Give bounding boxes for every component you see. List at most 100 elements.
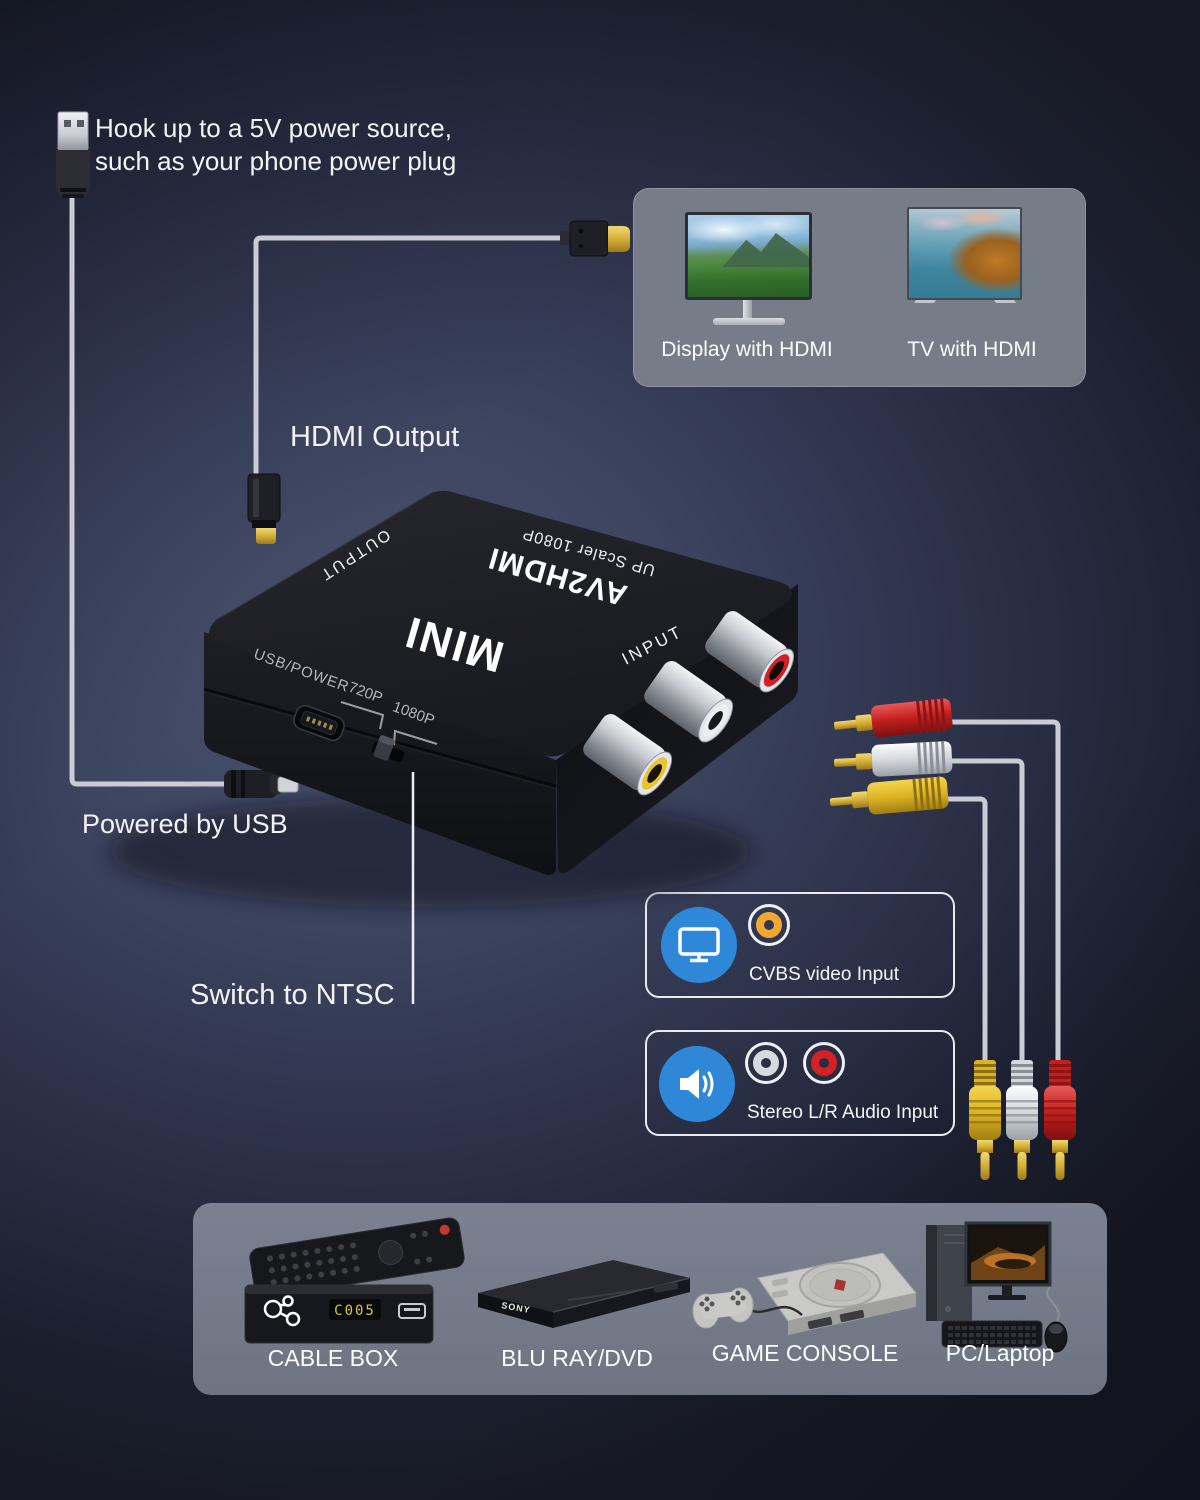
tv-image (907, 207, 1022, 300)
plug-body (1044, 1086, 1076, 1140)
hdmi-connector-box-icon (247, 473, 281, 544)
switch-knob-top (379, 735, 395, 746)
cable-box-label: CABLE BOX (267, 1345, 399, 1371)
cable-box-image: C005 (244, 1217, 465, 1344)
usb-body (56, 150, 90, 198)
usb-contact (77, 120, 84, 127)
audio-icon-circle (659, 1046, 735, 1122)
hdmi-screw (578, 243, 584, 249)
console-port (839, 1309, 865, 1323)
usb-a-plug-icon (56, 111, 90, 198)
tv-wallpaper (909, 209, 1020, 298)
hdmi-body (569, 220, 609, 257)
video-icon-circle (661, 907, 737, 983)
mini-usb-body (224, 770, 278, 798)
speaker-icon (680, 1069, 714, 1099)
plug-grip (969, 1100, 1001, 1103)
pc-monitor-neck (1002, 1285, 1012, 1295)
plug-grip (969, 1114, 1001, 1117)
red-rca-ring-inner (811, 1050, 837, 1076)
game-controller (692, 1287, 754, 1329)
plug-pin (1017, 1152, 1027, 1180)
yellow-rca-ring-icon (748, 904, 790, 946)
pc-monitor-base (988, 1295, 1026, 1300)
cablebox-top-highlight (245, 1285, 433, 1294)
console-port (807, 1316, 833, 1330)
plug-rib (941, 741, 946, 774)
console-logo (834, 1279, 846, 1291)
cablebox-display (329, 1299, 381, 1320)
remote-power-button (439, 1224, 450, 1235)
port-pin (328, 724, 334, 731)
stereo-input-panel: Stereo L/R Audio Input (645, 1030, 955, 1136)
plug-pin (833, 757, 859, 767)
controller-buttons (699, 1290, 746, 1312)
plug-rib (929, 741, 934, 774)
power-source-note: Hook up to a 5V power source, such as yo… (95, 112, 456, 178)
white-rca-ring-inner (753, 1050, 779, 1076)
plug-rib (922, 700, 929, 733)
console-button (771, 1277, 789, 1287)
rca-plug-red-left (833, 698, 953, 738)
cvbs-input-panel: CVBS video Input (645, 892, 955, 998)
plug-rib (933, 699, 941, 732)
hdmi-gold-tip (608, 226, 630, 252)
plug-rib (974, 1082, 996, 1085)
plug-rib (936, 776, 943, 809)
jack-hole (769, 661, 784, 680)
red-rca-ring-icon (803, 1042, 845, 1084)
usb-contact (64, 120, 71, 127)
plug-rib (974, 1064, 996, 1067)
monitor-base (713, 318, 785, 325)
plug-rib (974, 1076, 996, 1079)
white-rca-ring-icon (745, 1042, 787, 1084)
usb-rib (60, 188, 86, 192)
usb-metal-shell (57, 111, 89, 151)
hdmi-collar (252, 520, 276, 528)
pc-tower (926, 1225, 972, 1321)
plug-grip (969, 1121, 1001, 1124)
rca-yellow-cable (941, 796, 988, 1065)
dvd-player-image: SONY (478, 1260, 691, 1328)
mini-usb-ring (241, 770, 245, 798)
plug-rib (1011, 1064, 1033, 1067)
pc-laptop-label: PC/Laptop (945, 1340, 1055, 1366)
dvd-front-edge (552, 1277, 691, 1313)
tv-with-hdmi-label: TV with HDMI (907, 338, 1037, 361)
mouse-cable (1046, 1286, 1060, 1324)
hdmi-output-cable (253, 235, 563, 479)
plug-grip (1006, 1114, 1038, 1117)
plug-collar (1052, 1140, 1068, 1153)
port-pin (305, 716, 311, 722)
remote-control (249, 1217, 465, 1299)
yellow-rca-ring-inner (756, 912, 782, 938)
plug-rib (935, 741, 940, 774)
game-console-label: GAME CONSOLE (711, 1340, 899, 1366)
mini-usb-plug-icon (224, 770, 299, 798)
plug-rib (1049, 1082, 1071, 1085)
remote-buttons (267, 1230, 433, 1286)
speaker-wave-2 (707, 1071, 714, 1097)
converter-edge-highlight (215, 493, 431, 621)
speaker-wave-1 (702, 1075, 708, 1093)
rca-jack-yellow (583, 714, 673, 796)
dvd-top-face (478, 1260, 690, 1312)
power-source-note-line1: Hook up to a 5V power source, (95, 113, 452, 143)
rca-jack-red (705, 611, 795, 693)
plug-grip (969, 1107, 1001, 1110)
monitor-image (685, 212, 812, 300)
pc-image (926, 1221, 1068, 1353)
rca-plug-white-down (1006, 1060, 1038, 1180)
plug-pin (829, 796, 855, 807)
hdmi-body (247, 473, 281, 523)
plug-grip (1044, 1100, 1076, 1103)
plug-rib (917, 742, 922, 775)
plug-collar (855, 714, 873, 732)
plug-grip (1006, 1107, 1038, 1110)
stereo-input-label: Stereo L/R Audio Input (747, 1102, 939, 1123)
plug-rib (939, 698, 947, 731)
plug-rib (1049, 1064, 1071, 1067)
plug-pin (833, 719, 859, 730)
dvd-front-left-face (478, 1293, 553, 1328)
blu-ray-label: BLU RAY/DVD (501, 1345, 653, 1371)
